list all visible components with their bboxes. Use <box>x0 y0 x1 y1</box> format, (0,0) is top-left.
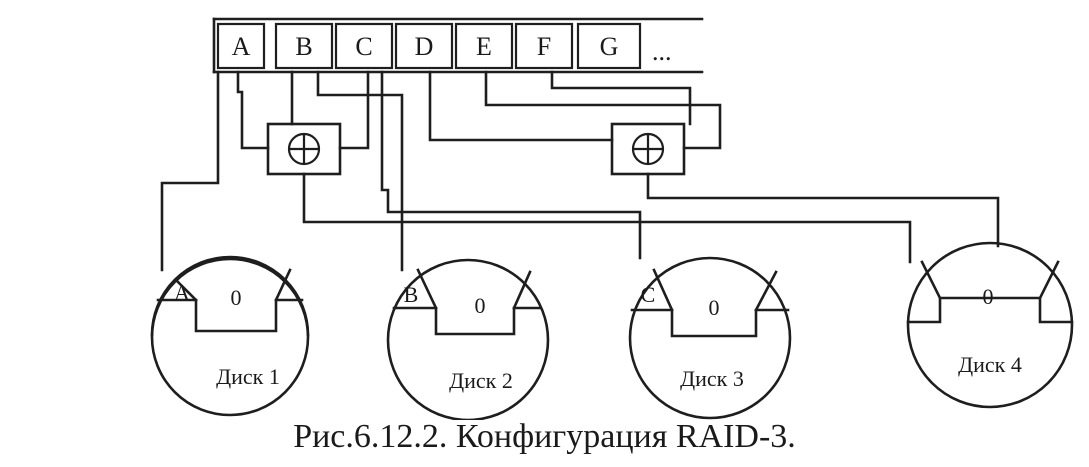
stripe-cell-f-label: F <box>537 32 551 61</box>
disk-3: C 0 Диск 3 <box>628 256 792 420</box>
disk-2-name: Диск 2 <box>449 368 513 393</box>
stripe-cell-a-label: A <box>232 32 251 61</box>
disk-4-parity-label: 0 <box>983 284 994 309</box>
stripe-cell-c: C <box>334 22 394 70</box>
stripe-cell-c-label: C <box>355 32 372 61</box>
stripe-cell-e: E <box>454 22 514 70</box>
disk-2: B 0 Диск 2 <box>386 258 550 422</box>
stripe-cell-a: A <box>216 22 266 70</box>
disk-3-parity-label: 0 <box>709 295 720 320</box>
stripe-cell-b: B <box>274 22 334 70</box>
stripe-ellipsis: ... <box>652 37 672 66</box>
stripe-cell-g-label: G <box>600 32 619 61</box>
disk-1-block-label: A <box>174 280 190 305</box>
stripe-cell-d-label: D <box>415 32 434 61</box>
stripe-cell-e-label: E <box>476 32 492 61</box>
xor-gate-2 <box>610 122 686 176</box>
xor-gate-1 <box>266 122 342 176</box>
disk-1-name: Диск 1 <box>216 364 280 389</box>
disk-2-parity-label: 0 <box>475 293 486 318</box>
disk-4: 0 Диск 4 <box>906 241 1074 409</box>
stripe-cell-b-label: B <box>295 32 312 61</box>
disk-4-name: Диск 4 <box>958 352 1022 377</box>
stripe-cell-g: G <box>576 22 642 70</box>
disk-3-block-label: C <box>641 282 656 307</box>
stripe-cell-d: D <box>394 22 454 70</box>
disk-1-parity-label: 0 <box>231 285 242 310</box>
wiring <box>160 70 1000 272</box>
figure-caption: Рис.6.12.2. Конфигурация RAID-3. <box>293 418 796 455</box>
stripe-cell-f: F <box>514 22 574 70</box>
disk-3-name: Диск 3 <box>680 366 744 391</box>
disk-1: A 0 Диск 1 <box>150 255 310 417</box>
stripe-bar <box>212 17 704 74</box>
disk-2-block-label: B <box>404 282 419 307</box>
